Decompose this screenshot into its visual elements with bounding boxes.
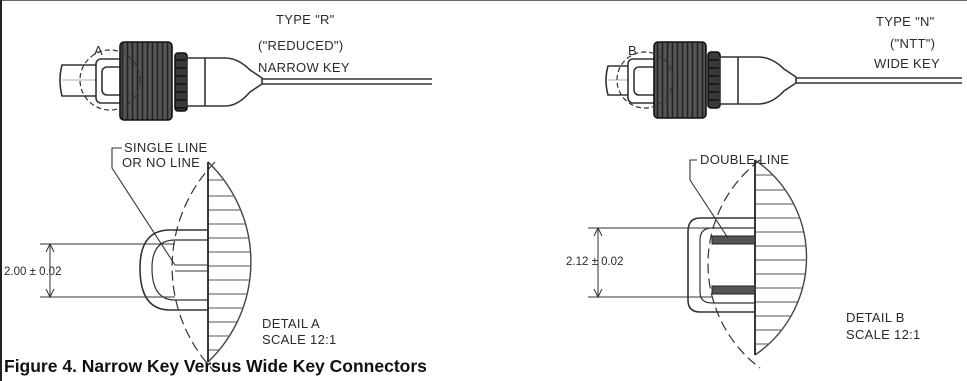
or-no-line-note: OR NO LINE xyxy=(122,155,200,170)
type-r-sublabel: ("REDUCED") xyxy=(258,38,343,53)
wide-key-label: WIDE KEY xyxy=(874,56,940,71)
detail-b-label: DETAIL B xyxy=(846,310,905,325)
detail-a-label: DETAIL A xyxy=(262,316,320,331)
detail-b-scale: SCALE 12:1 xyxy=(846,327,921,342)
type-n-label: TYPE "N" xyxy=(876,14,935,29)
type-n-sublabel: ("NTT") xyxy=(890,36,935,51)
detail-b-view xyxy=(588,159,808,369)
dimension-b: 2.12 ± 0.02 xyxy=(566,256,623,268)
marker-b: B xyxy=(628,43,637,58)
connector-b-side-view xyxy=(605,41,962,119)
figure-caption: Figure 4. Narrow Key Versus Wide Key Con… xyxy=(4,356,427,376)
marker-a: A xyxy=(94,43,103,58)
type-r-label: TYPE "R" xyxy=(276,12,335,27)
detail-a-scale: SCALE 12:1 xyxy=(262,332,337,347)
narrow-key-label: NARROW KEY xyxy=(258,60,350,75)
single-line-note: SINGLE LINE xyxy=(124,140,208,155)
double-line-note: DOUBLE LINE xyxy=(700,152,789,167)
connector-a-side-view xyxy=(59,41,432,121)
left-border xyxy=(0,0,2,381)
dimension-a: 2.00 ± 0.02 xyxy=(4,266,61,278)
top-border xyxy=(0,0,967,1)
